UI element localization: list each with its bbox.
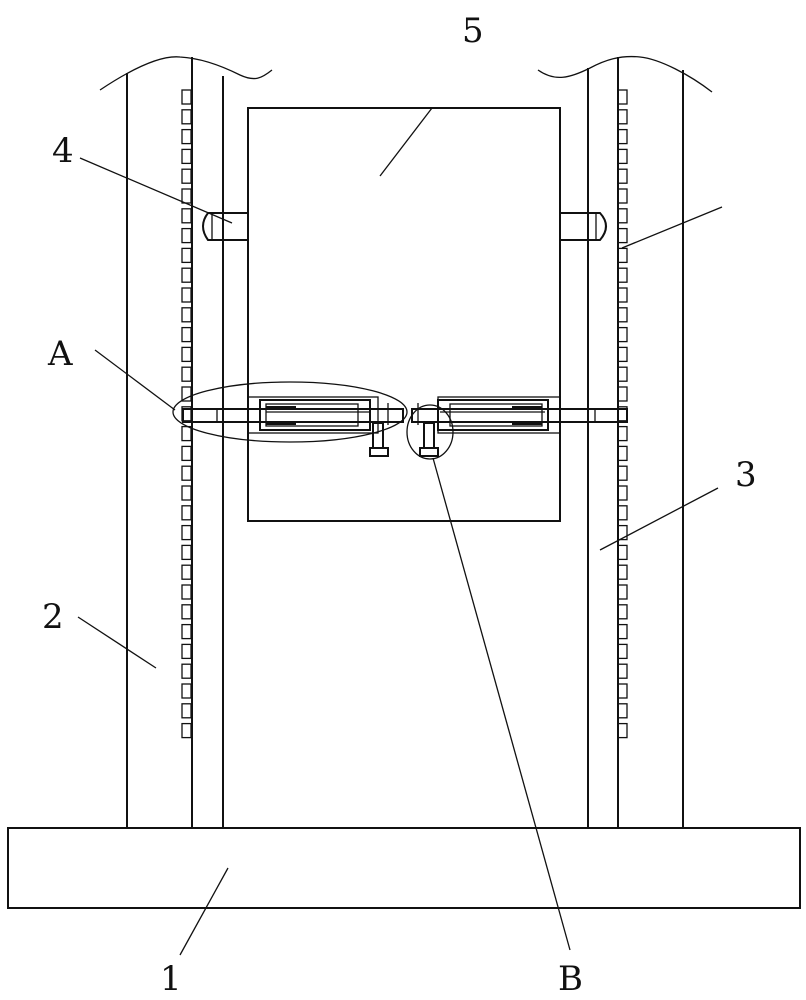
rack-tooth	[617, 564, 628, 580]
rack-tooth	[617, 703, 628, 719]
rack-tooth	[617, 505, 628, 521]
label-left-post: 2	[42, 597, 64, 637]
rack-tooth	[181, 208, 192, 224]
rack-tooth	[617, 544, 628, 561]
rack-tooth	[181, 722, 192, 739]
rack-tooth	[181, 148, 192, 165]
rack-tooth	[617, 89, 628, 105]
rack-tooth	[617, 524, 628, 541]
rack-tooth	[617, 346, 628, 363]
rack-tooth	[617, 267, 628, 283]
rack-tooth	[617, 287, 628, 303]
rack-tooth	[181, 346, 192, 363]
rack-tooth	[617, 643, 628, 660]
label-base: 1	[160, 959, 182, 999]
rack-tooth	[181, 89, 192, 105]
rack-tooth	[181, 227, 192, 244]
label-detail-b: B	[558, 959, 583, 999]
rack-tooth	[617, 584, 628, 600]
rack-tooth	[181, 326, 192, 343]
label-right-post: 3	[735, 455, 757, 495]
rack-tooth	[181, 188, 192, 204]
rack-tooth	[181, 584, 192, 600]
right-clamp-mechanism	[411, 396, 628, 457]
rack-tooth	[617, 445, 628, 462]
rack-tooth	[617, 366, 628, 382]
label-box: 5	[462, 11, 484, 51]
left-post	[99, 56, 273, 828]
rack-tooth	[617, 128, 628, 145]
rack-tooth	[181, 643, 192, 660]
rack-tooth	[617, 425, 628, 442]
rack-tooth	[181, 505, 192, 521]
rack-tooth	[181, 683, 192, 699]
rack-tooth	[617, 168, 628, 184]
right-post	[537, 55, 713, 828]
left-clamp-mechanism	[182, 396, 404, 457]
left-slider	[202, 212, 248, 241]
rack-tooth	[181, 168, 192, 184]
rack-tooth	[181, 485, 192, 501]
rack-tooth	[181, 307, 192, 323]
rack-tooth	[617, 722, 628, 739]
rack-tooth	[181, 128, 192, 145]
rack-tooth	[617, 386, 628, 402]
rack-tooth	[181, 267, 192, 283]
rack-tooth	[181, 287, 192, 303]
rack-tooth	[181, 109, 192, 125]
rack-tooth	[617, 604, 628, 620]
rack-tooth	[617, 188, 628, 204]
rack-tooth	[617, 485, 628, 501]
label-detail-a: A	[47, 334, 73, 374]
rack-tooth	[181, 604, 192, 620]
rack-tooth	[617, 208, 628, 224]
rack-tooth	[617, 683, 628, 699]
rack-tooth	[181, 663, 192, 679]
rack-tooth	[617, 307, 628, 323]
right-slider	[560, 212, 607, 241]
base-plate	[7, 827, 801, 909]
rack-tooth	[617, 148, 628, 165]
rack-tooth	[181, 386, 192, 402]
rack-tooth	[181, 623, 192, 640]
rack-tooth	[181, 445, 192, 462]
rack-tooth	[181, 247, 192, 264]
rack-tooth	[617, 326, 628, 343]
rack-tooth	[181, 524, 192, 541]
leader-lines	[77, 107, 723, 956]
gear-racks	[181, 89, 628, 739]
rack-tooth	[181, 366, 192, 382]
rack-tooth	[617, 227, 628, 244]
rack-tooth	[181, 703, 192, 719]
rack-tooth	[181, 564, 192, 580]
rack-tooth	[617, 663, 628, 679]
label-slider: 4	[52, 131, 74, 171]
rack-tooth	[181, 544, 192, 561]
rack-tooth	[617, 623, 628, 640]
rack-tooth	[181, 425, 192, 442]
rack-tooth	[617, 465, 628, 481]
detail-b-circle	[406, 404, 454, 460]
rack-tooth	[181, 465, 192, 481]
lifting-box	[247, 107, 561, 522]
rack-tooth	[617, 109, 628, 125]
detail-a-ellipse	[172, 381, 408, 443]
rack-tooth	[617, 247, 628, 264]
